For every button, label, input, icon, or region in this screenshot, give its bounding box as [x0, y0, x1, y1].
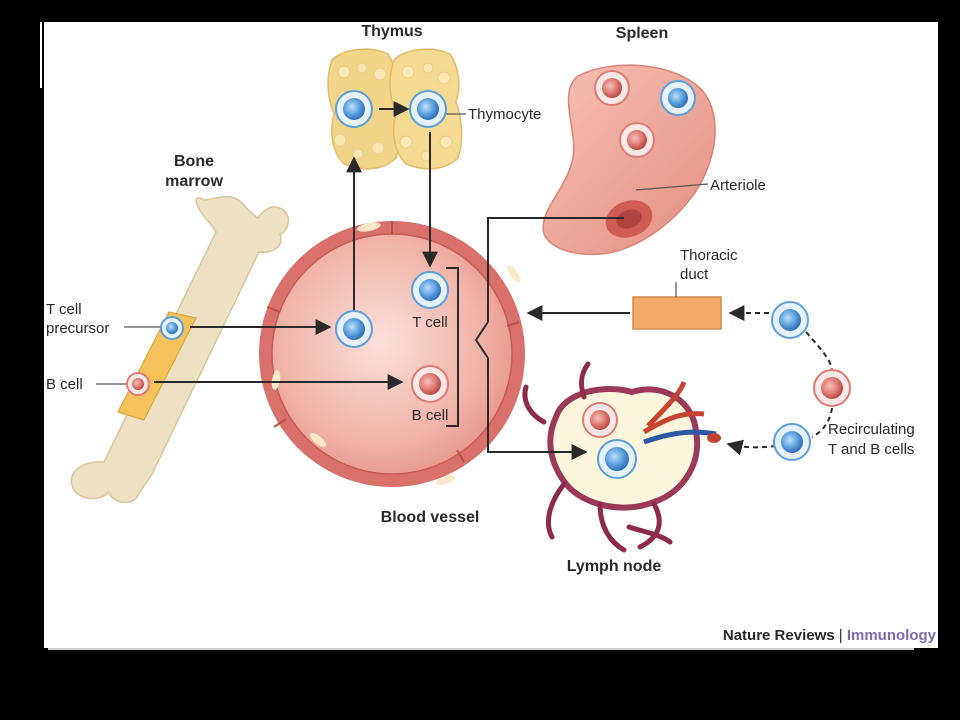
thymocyte-label: Thymocyte — [468, 106, 541, 123]
migration-arrows — [154, 101, 630, 460]
frame-edge — [48, 648, 914, 650]
t-cell — [597, 439, 637, 479]
t-cell-label-center: T cell — [412, 314, 448, 331]
t-cell-precursor-label-line2: precursor — [46, 320, 109, 337]
arteriole-label: Arteriole — [710, 177, 766, 194]
spleen-label: Spleen — [616, 25, 668, 42]
bone-marrow-bone — [70, 195, 290, 504]
journal-name: Nature Reviews — [723, 627, 835, 644]
t-cell — [771, 301, 809, 339]
b-cell — [594, 70, 630, 106]
b-cell-label-center: B cell — [412, 407, 449, 424]
recirculating-label-line1: Recirculating — [828, 421, 915, 438]
b-cell — [411, 365, 449, 403]
t-cell — [409, 90, 447, 128]
frame-edge — [40, 22, 42, 88]
thoracic-duct — [632, 296, 722, 330]
b-cell-label-bone: B cell — [46, 376, 83, 393]
journal-section: Immunology — [847, 627, 937, 644]
bone-marrow-label-line1: Bone — [174, 153, 214, 170]
bone-marrow-label-line2: marrow — [165, 173, 223, 190]
recirculating-label-line2: T and B cells — [828, 441, 914, 458]
t-cell — [660, 80, 696, 116]
t-cell — [411, 271, 449, 309]
thoracic-duct-label-line1: Thoracic — [680, 247, 738, 264]
b-cell — [813, 369, 851, 407]
immune-cell-circulation-diagram: Thymus Spleen Bone marrow Thymocyte Arte… — [46, 23, 937, 644]
t-cell-precursor-label-line1: T cell — [46, 301, 82, 318]
b-cell — [619, 122, 655, 158]
journal-credit: Nature Reviews | Immunology — [723, 627, 937, 644]
b-cell — [582, 402, 618, 438]
blood-vessel-label: Blood vessel — [381, 509, 480, 526]
thymus-label: Thymus — [361, 23, 422, 40]
t-cell — [335, 90, 373, 128]
t-cell — [160, 316, 184, 340]
t-cell — [335, 310, 373, 348]
lymph-node-label: Lymph node — [567, 558, 662, 575]
thoracic-duct-label-line2: duct — [680, 266, 709, 283]
b-cell — [126, 372, 150, 396]
t-cell — [773, 423, 811, 461]
diagram-panel: Thymus Spleen Bone marrow Thymocyte Arte… — [44, 22, 938, 648]
credit-separator: | — [835, 627, 847, 644]
